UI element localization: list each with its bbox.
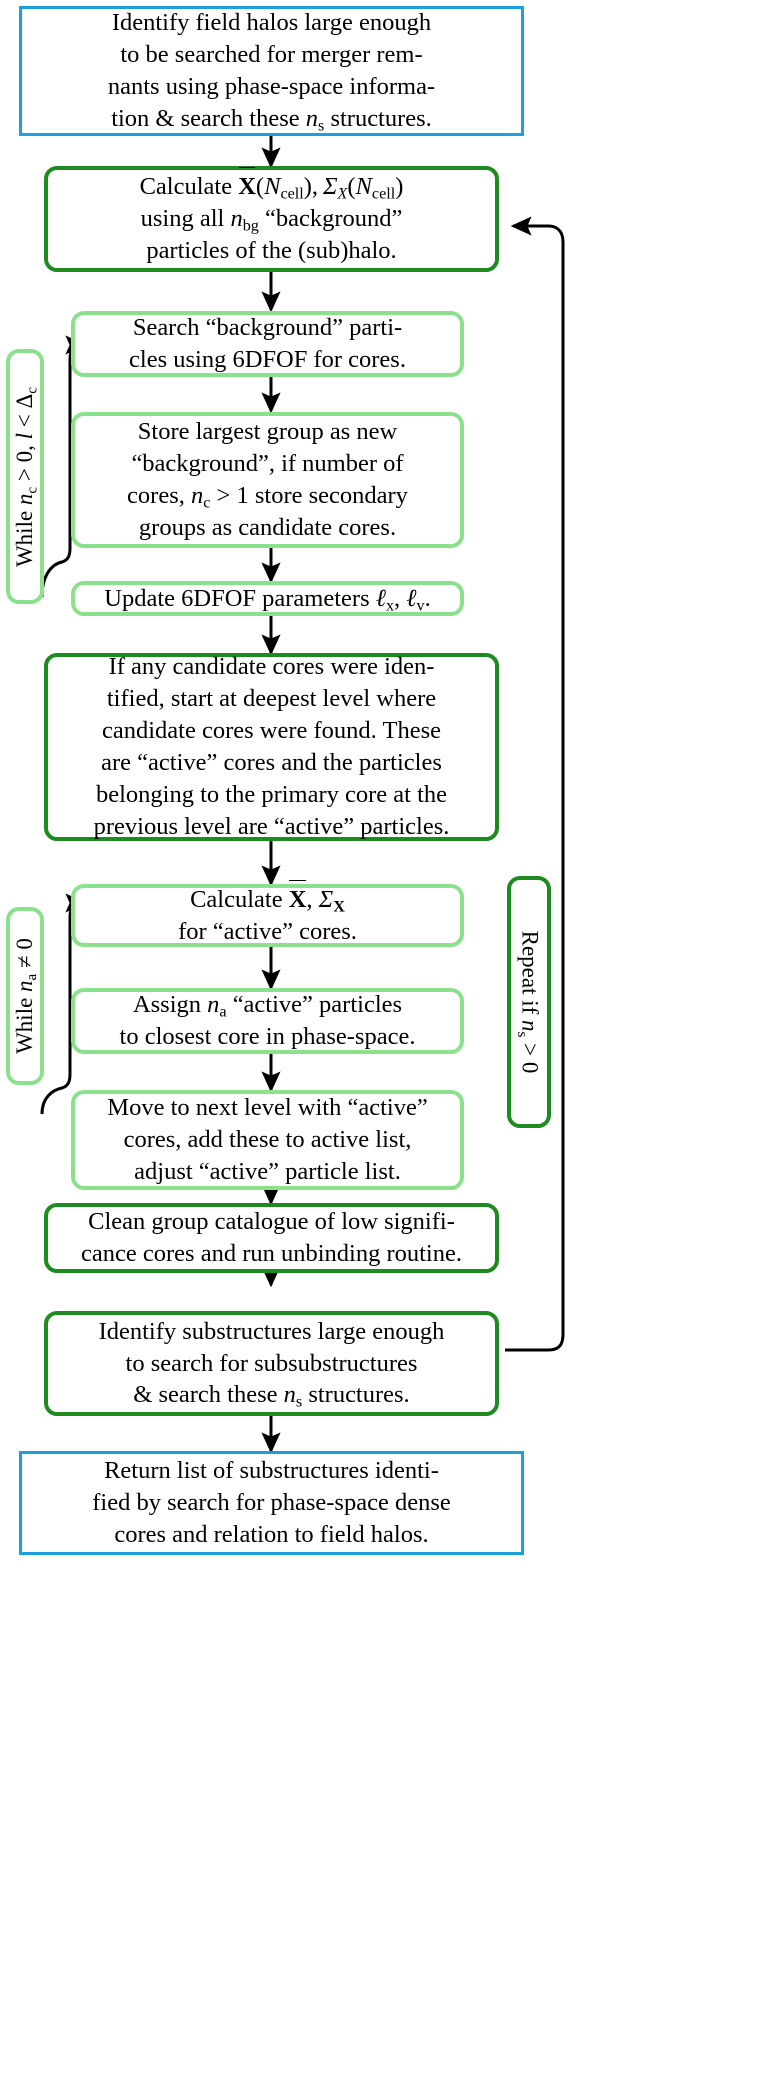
node-move-next-level-text: Move to next level with “active” cores, … xyxy=(107,1094,428,1185)
node-search-background-6dfof-text: Search “background” parti- cles using 6D… xyxy=(129,314,406,373)
arrow-loop-repeat-ns xyxy=(505,216,565,1352)
node-identify-substructures[interactable]: Identify substructures large enough to s… xyxy=(44,1311,499,1416)
node-assign-active-particles-text: Assign na “active” particles to closest … xyxy=(119,991,416,1050)
node-candidate-cores-active[interactable]: If any candidate cores were iden- tified… xyxy=(44,653,499,841)
node-store-largest-group[interactable]: Store largest group as new “background”,… xyxy=(71,412,464,548)
node-search-background-6dfof[interactable]: Search “background” parti- cles using 6D… xyxy=(71,311,464,377)
loop-label-repeat-if-ns[interactable]: Repeat if ns > 0 xyxy=(507,876,551,1128)
node-return-list-text: Return list of substructures identi- fie… xyxy=(92,1457,451,1548)
node-update-6dfof-parameters[interactable]: Update 6DFOF parameters ℓx, ℓv. xyxy=(71,581,464,616)
node-update-6dfof-parameters-text: Update 6DFOF parameters ℓx, ℓv. xyxy=(104,584,431,615)
node-calculate-active-cores[interactable]: Calculate X, ΣX for “active” cores. xyxy=(71,879,464,947)
node-candidate-cores-active-text: If any candidate cores were iden- tified… xyxy=(93,653,450,840)
node-identify-field-halos-text: Identify field halos large enough to be … xyxy=(107,9,436,135)
node-identify-field-halos[interactable]: Identify field halos large enough to be … xyxy=(19,6,524,136)
node-clean-group-catalogue[interactable]: Clean group catalogue of low signifi- ca… xyxy=(44,1203,499,1273)
node-return-list[interactable]: Return list of substructures identi- fie… xyxy=(19,1451,524,1555)
loop-label-while-nc-text: While nc > 0, l < Δc xyxy=(12,386,41,567)
node-clean-group-catalogue-text: Clean group catalogue of low signifi- ca… xyxy=(81,1208,462,1267)
loop-label-while-na[interactable]: While na ≠ 0 xyxy=(6,907,44,1085)
node-identify-substructures-text: Identify substructures large enough to s… xyxy=(98,1317,445,1411)
loop-label-repeat-if-ns-text: Repeat if ns > 0 xyxy=(513,930,543,1074)
node-calculate-active-cores-text: Calculate X, ΣX for “active” cores. xyxy=(178,879,357,945)
loop-label-while-na-text: While na ≠ 0 xyxy=(12,938,41,1054)
node-store-largest-group-text: Store largest group as new “background”,… xyxy=(127,418,408,541)
node-calculate-background[interactable]: Calculate X(Ncell), ΣX(Ncell) using all … xyxy=(44,166,499,272)
node-assign-active-particles[interactable]: Assign na “active” particles to closest … xyxy=(71,988,464,1054)
node-move-next-level[interactable]: Move to next level with “active” cores, … xyxy=(71,1090,464,1190)
loop-label-while-nc[interactable]: While nc > 0, l < Δc xyxy=(6,349,44,604)
node-calculate-background-text: Calculate X(Ncell), ΣX(Ncell) using all … xyxy=(139,167,404,264)
